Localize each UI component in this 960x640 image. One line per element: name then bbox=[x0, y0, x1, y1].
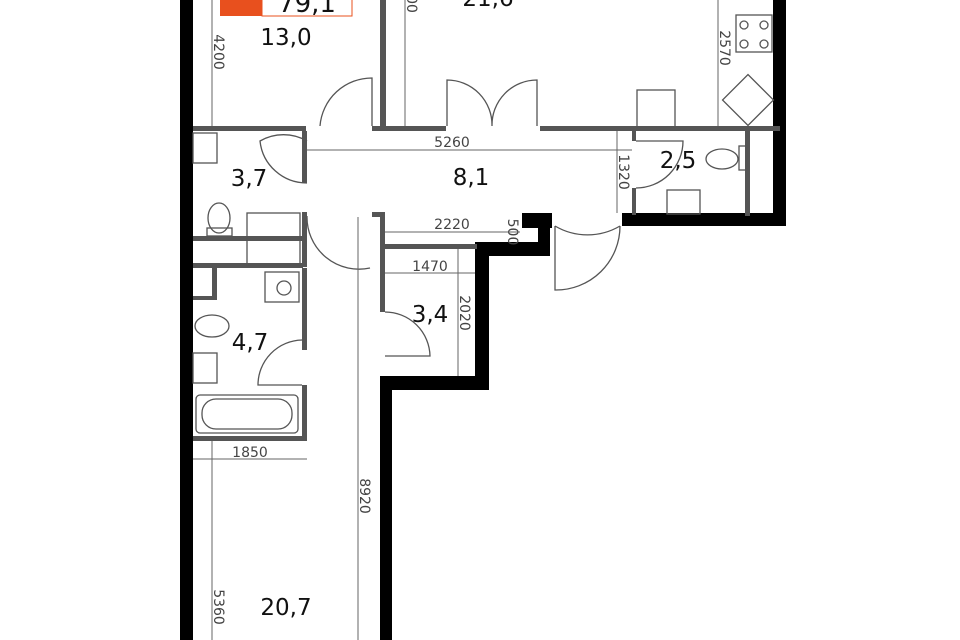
toilet-icon bbox=[194, 314, 230, 338]
doors bbox=[257, 77, 684, 386]
fixtures bbox=[192, 14, 775, 434]
toilet-icon bbox=[705, 148, 739, 170]
boiler-icon bbox=[636, 89, 676, 128]
room-area-bathroom-1: 3,7 bbox=[231, 166, 268, 192]
toilet-icon bbox=[207, 202, 231, 234]
total-area: 79,1 bbox=[278, 0, 336, 19]
total-area-accent bbox=[220, 0, 262, 16]
room-area-kitchen: 21,6 bbox=[462, 0, 513, 12]
stove-icon bbox=[735, 14, 773, 53]
dim-bedroom-length: 4200 bbox=[210, 34, 226, 70]
room-area-storage: 3,4 bbox=[412, 302, 449, 328]
interior-walls bbox=[193, 0, 780, 441]
room-area-living-room: 20,7 bbox=[260, 595, 311, 621]
bathtub-icon bbox=[195, 394, 299, 434]
dim-corridor-width: 2220 bbox=[434, 217, 470, 233]
sink-icon bbox=[666, 189, 701, 215]
total-area-box bbox=[261, 0, 353, 17]
sink-icon bbox=[192, 132, 218, 164]
dim-kitchen-length: 00 bbox=[403, 0, 419, 13]
shower-icon bbox=[246, 212, 301, 266]
dimension-lines bbox=[193, 0, 719, 640]
room-area-bathroom-2: 4,7 bbox=[232, 330, 269, 356]
dim-wc-depth: 1320 bbox=[615, 154, 631, 190]
dim-living-length: 5360 bbox=[210, 589, 226, 625]
room-area-hallway: 8,1 bbox=[453, 165, 490, 191]
sink-icon bbox=[192, 352, 218, 384]
dim-hall-width: 5260 bbox=[434, 135, 470, 151]
room-area-bedroom: 13,0 bbox=[260, 25, 311, 51]
room-area-wc: 2,5 bbox=[660, 148, 697, 174]
kitchen-sink-icon bbox=[721, 73, 775, 127]
dim-storage-depth: 2020 bbox=[456, 295, 472, 331]
exterior-walls bbox=[180, 0, 786, 640]
washer-icon bbox=[264, 271, 300, 303]
dim-step: 500 bbox=[504, 219, 520, 246]
dim-bath-width: 1850 bbox=[232, 445, 268, 461]
dim-kitchen-depth: 2570 bbox=[716, 30, 732, 66]
dim-total-length: 8920 bbox=[356, 478, 372, 514]
dim-storage-width: 1470 bbox=[412, 259, 448, 275]
